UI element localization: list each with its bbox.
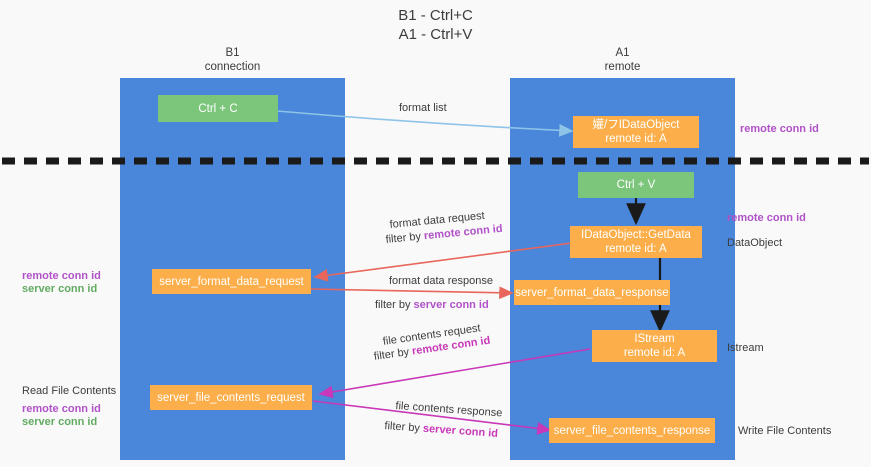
diagram-title: B1 - Ctrl+C A1 - Ctrl+V (0, 6, 871, 44)
node-ctrl-v-label: Ctrl + V (616, 179, 656, 191)
node-server-format-data-request-label: server_format_data_request (159, 275, 304, 288)
annotation-left-server-conn-id-mid: server conn id (22, 283, 98, 295)
title-line-2: A1 - Ctrl+V (398, 26, 473, 43)
annotation-write-file-contents: Write File Contents (738, 425, 832, 437)
node-ctrl-v[interactable]: Ctrl + V (578, 172, 694, 198)
lane-a1-role: remote (604, 61, 641, 73)
filter-prefix-4: filter by (384, 419, 424, 435)
annotation-dataobject: DataObject (727, 237, 783, 249)
annotation-read-file-contents: Read File Contents (22, 385, 117, 397)
title-line-1: B1 - Ctrl+C (398, 7, 473, 24)
annotation-remote-conn-id-top: remote conn id (740, 123, 819, 135)
node-server-format-data-request[interactable]: server_format_data_request (152, 269, 311, 294)
edge-label-format-data-response-filter: filter by server conn id (375, 298, 489, 312)
edge-label-format-data-response: format data response (389, 275, 493, 287)
node-ctrl-c[interactable]: Ctrl + C (158, 95, 278, 122)
node-istream[interactable]: IStream remote id: A (592, 330, 717, 362)
lane-b1-name: B1 (225, 47, 240, 59)
node-istream-line2: remote id: A (623, 347, 686, 359)
node-idataobject-top-line1: 孉/フIDataObject (592, 119, 680, 131)
lane-header-a1: A1 remote (510, 46, 735, 74)
lane-a1-name: A1 (615, 47, 630, 59)
filter-prefix-2: filter by (375, 299, 414, 311)
node-istream-line1: IStream (634, 333, 675, 345)
annotation-remote-conn-id-mid: remote conn id (727, 212, 806, 224)
node-idataobject-top[interactable]: 孉/フIDataObject remote id: A (573, 116, 699, 148)
node-server-file-contents-request-label: server_file_contents_request (157, 391, 305, 404)
node-idataobject-getdata-line1: IDataObject::GetData (581, 229, 691, 241)
lane-header-b1: B1 connection (120, 46, 345, 74)
node-server-file-contents-request[interactable]: server_file_contents_request (150, 385, 312, 410)
lane-b1-role: connection (204, 61, 261, 73)
node-server-format-data-response[interactable]: server_format_data_response (514, 280, 670, 305)
node-ctrl-c-label: Ctrl + C (198, 102, 238, 115)
edge-label-format-list: format list (399, 102, 447, 114)
filter-key-server-conn-id-1: server conn id (413, 299, 489, 311)
filter-prefix-1: filter by (385, 230, 425, 246)
annotation-left-remote-conn-id-mid: remote conn id (22, 270, 101, 282)
node-server-format-data-response-label: server_format_data_response (515, 286, 669, 299)
annotation-left-remote-conn-id-low: remote conn id (22, 403, 101, 415)
node-idataobject-getdata[interactable]: IDataObject::GetData remote id: A (570, 226, 702, 258)
annotation-left-server-conn-id-low: server conn id (22, 416, 98, 428)
node-server-file-contents-response[interactable]: server_file_contents_response (549, 418, 715, 443)
annotation-istream: Istream (727, 342, 764, 354)
node-idataobject-top-line2: remote id: A (605, 133, 667, 145)
node-idataobject-getdata-line2: remote id: A (605, 243, 667, 255)
node-server-file-contents-response-label: server_file_contents_response (553, 424, 711, 437)
